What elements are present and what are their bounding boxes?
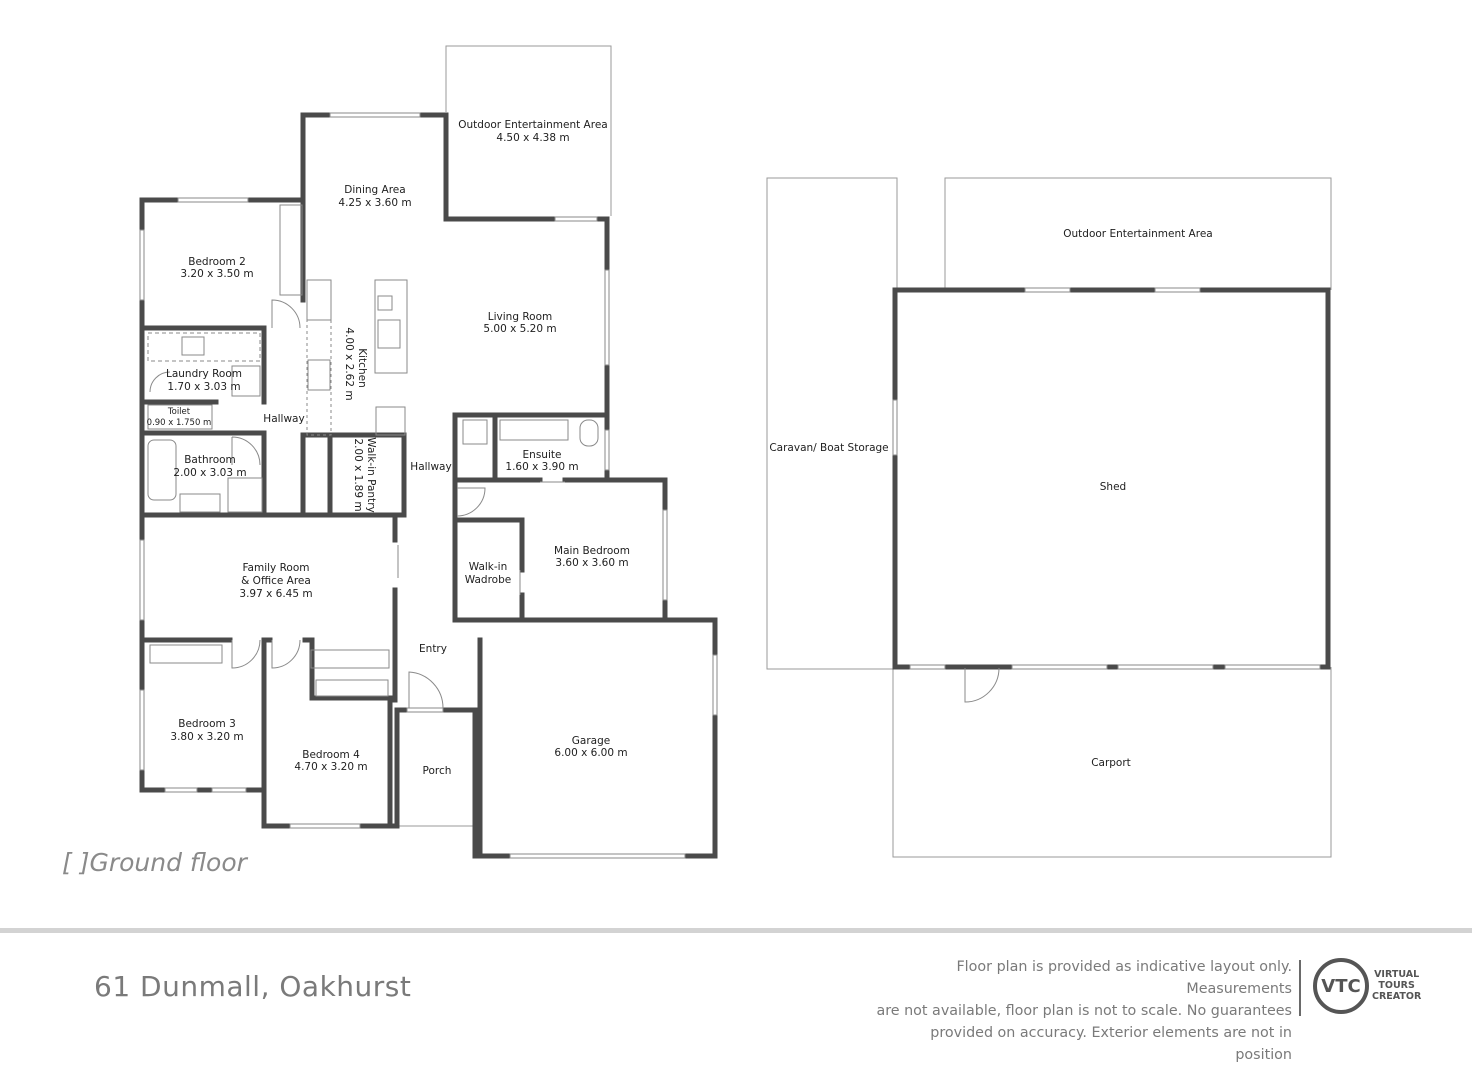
room-name-living: Living Room	[488, 311, 552, 323]
room-name-bathroom: Bathroom	[184, 454, 236, 466]
room-size-kitchen: 4.00 x 2.62 m	[343, 327, 355, 400]
room-size-bedroom2: 3.20 x 3.50 m	[180, 268, 253, 280]
disclaimer-line: Floor plan is provided as indicative lay…	[956, 959, 1292, 997]
outdoor-outlines	[397, 45, 1332, 858]
property-address: 61 Dunmall, Oakhurst	[94, 970, 412, 1003]
logo-word: CREATOR	[1372, 991, 1422, 1002]
room-size-ensuite: 1.60 x 3.90 m	[505, 461, 578, 473]
floor-plan: Outdoor Entertainment Area 4.50 x 4.38 m…	[139, 45, 1332, 859]
room-name-bedroom2: Bedroom 2	[188, 256, 246, 268]
room-name-laundry: Laundry Room	[166, 368, 242, 380]
room-name-bedroom3: Bedroom 3	[178, 718, 236, 730]
room-size-outdoor-main: 4.50 x 4.38 m	[496, 132, 569, 144]
room-size-family: 3.97 x 6.45 m	[239, 588, 312, 600]
room-size-main-bedroom: 3.60 x 3.60 m	[555, 557, 628, 569]
room-size-bedroom3: 3.80 x 3.20 m	[170, 731, 243, 743]
shed-walls	[892, 287, 1331, 670]
room-name-family-2: & Office Area	[241, 575, 311, 587]
disclaimer-line: are not available, floor plan is not to …	[876, 1003, 1292, 1019]
room-name-shed: Shed	[1100, 481, 1126, 493]
room-name-family-1: Family Room	[242, 562, 309, 574]
room-name-entry: Entry	[419, 643, 447, 655]
room-size-living: 5.00 x 5.20 m	[483, 323, 556, 335]
room-name-outdoor-main: Outdoor Entertainment Area	[458, 119, 607, 131]
vtc-logo-mark: VTC	[1313, 958, 1369, 1014]
fixtures	[147, 204, 599, 697]
room-name-wardrobe-2: Wadrobe	[465, 574, 511, 586]
logo-word: TOURS	[1378, 980, 1415, 991]
room-size-dining: 4.25 x 3.60 m	[338, 197, 411, 209]
footer-divider	[0, 928, 1472, 933]
room-name-toilet: Toilet	[167, 407, 191, 417]
room-name-garage: Garage	[572, 735, 610, 747]
disclaimer-line: provided on accuracy. Exterior elements …	[930, 1025, 1292, 1063]
room-size-bedroom4: 4.70 x 3.20 m	[294, 761, 367, 773]
room-name-bedroom4: Bedroom 4	[302, 749, 360, 761]
windows	[139, 112, 718, 859]
room-name-kitchen: Kitchen	[356, 348, 368, 387]
room-labels: Outdoor Entertainment Area 4.50 x 4.38 m…	[147, 119, 1213, 777]
vtc-logo-text: VIRTUAL TOURS CREATOR	[1372, 969, 1421, 1002]
disclaimer: Floor plan is provided as indicative lay…	[872, 956, 1292, 1066]
room-name-dining: Dining Area	[344, 184, 405, 196]
room-name-carport: Carport	[1091, 757, 1131, 769]
room-name-ensuite: Ensuite	[523, 449, 562, 461]
room-name-outdoor-shed: Outdoor Entertainment Area	[1063, 228, 1212, 240]
room-name-caravan: Caravan/ Boat Storage	[769, 442, 888, 454]
room-name-hallway-east: Hallway	[410, 461, 451, 473]
room-size-bathroom: 2.00 x 3.03 m	[173, 467, 246, 479]
room-name-hallway-west: Hallway	[263, 413, 304, 425]
floor-label: [ ]Ground floor	[62, 848, 247, 877]
room-name-main-bedroom: Main Bedroom	[554, 545, 630, 557]
footer-separator	[1299, 960, 1301, 1016]
room-size-garage: 6.00 x 6.00 m	[554, 747, 627, 759]
room-name-wardrobe-1: Walk-in	[469, 561, 508, 573]
doors	[149, 299, 1000, 709]
room-size-laundry: 1.70 x 3.03 m	[167, 381, 240, 393]
logo-word: VIRTUAL	[1374, 969, 1420, 980]
room-size-pantry: 2.00 x 1.89 m	[352, 438, 364, 511]
room-name-porch: Porch	[423, 765, 452, 777]
room-name-pantry: Walk-in Pantry	[365, 437, 377, 512]
room-size-toilet: 0.90 x 1.750 m	[147, 418, 212, 428]
house-walls	[139, 112, 718, 859]
